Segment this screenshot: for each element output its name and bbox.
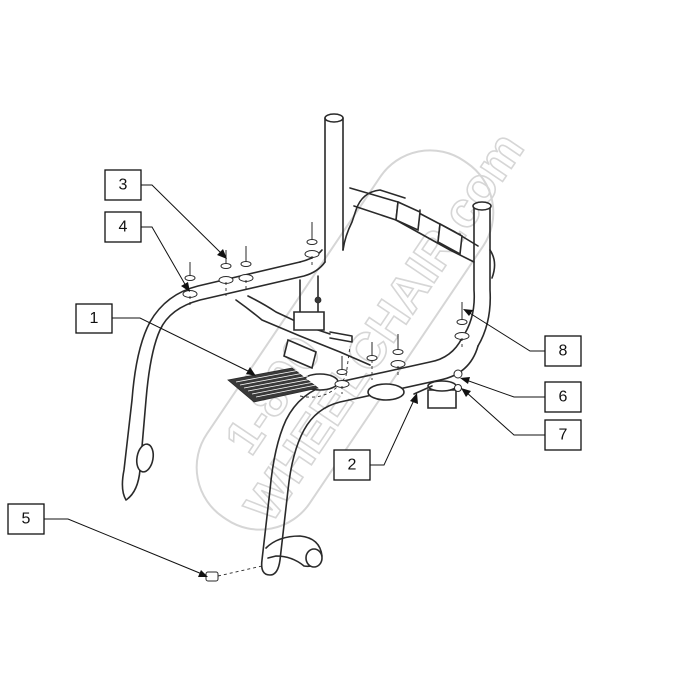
- right-back-cane: [461, 201, 492, 347]
- callout-2: 2: [333, 393, 418, 481]
- callout-5-box: [7, 503, 45, 535]
- seat-plate: [227, 345, 351, 403]
- callout-5-label: 5: [22, 511, 31, 528]
- callout-2-box: [333, 449, 371, 481]
- bolts-group-lower: [334, 302, 470, 394]
- callout-3-box: [104, 169, 142, 201]
- rear-cross-rail: [349, 187, 496, 279]
- wheelchair-frame: [121, 113, 496, 582]
- end-cap: [205, 565, 263, 582]
- callout-7: 7: [461, 388, 582, 451]
- callout-4-label: 4: [119, 219, 128, 236]
- callout-8-label: 8: [559, 343, 568, 360]
- callout-6-box: [544, 381, 582, 413]
- caster-stem: [293, 275, 353, 343]
- callout-1-label: 1: [90, 310, 99, 327]
- callout-6: 6: [460, 377, 582, 413]
- left-side-rail: [121, 249, 326, 501]
- callout-1-box: [75, 303, 113, 334]
- callout-3: 3: [104, 169, 227, 259]
- footrest-socket: [265, 535, 323, 568]
- callout-8: 8: [463, 309, 582, 367]
- watermark-badge: [195, 149, 495, 531]
- callout-5: 5: [7, 503, 208, 577]
- watermark: 1-800 WHEELCHAIR.com: [195, 121, 535, 532]
- callout-8-box: [544, 335, 582, 367]
- callout-7-box: [544, 419, 582, 451]
- bolts-group-upper: [182, 222, 320, 306]
- left-back-cane: [324, 113, 406, 263]
- callout-4: 4: [104, 211, 190, 292]
- callout-4-box: [104, 211, 142, 243]
- callout-3-label: 3: [119, 177, 128, 194]
- callout-1: 1: [75, 303, 256, 376]
- callout-2-label: 2: [348, 457, 357, 474]
- axle-clamp: [413, 369, 463, 409]
- callout-7-label: 7: [559, 427, 568, 444]
- callout-6-label: 6: [559, 389, 568, 406]
